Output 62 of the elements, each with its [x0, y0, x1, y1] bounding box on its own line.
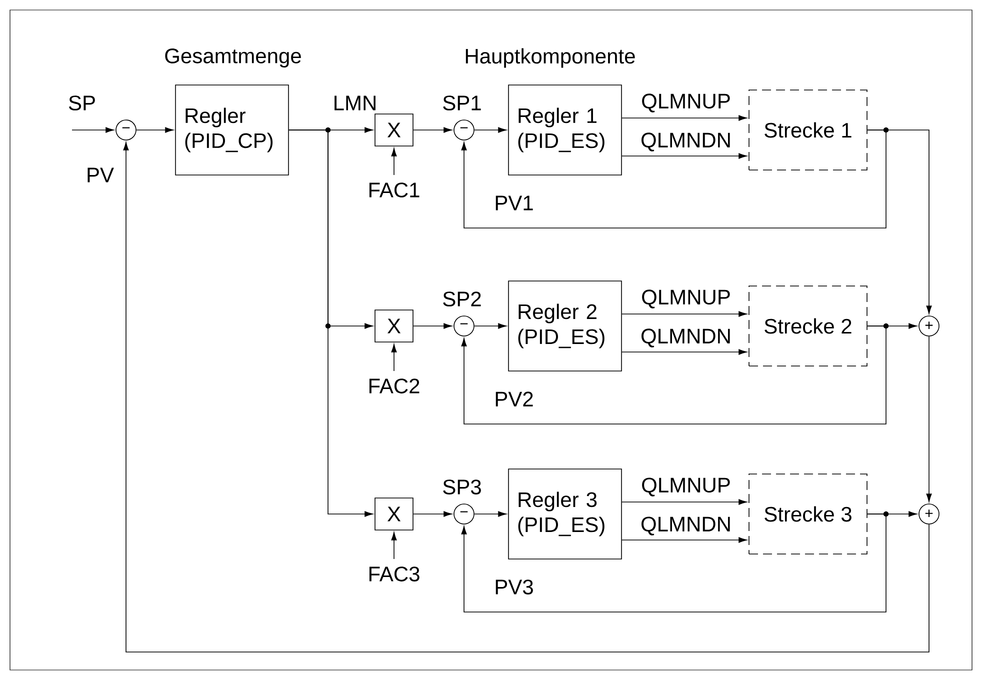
- arrow: [413, 511, 452, 517]
- plant-box: Strecke 1: [748, 90, 868, 170]
- summing-junction: −: [116, 120, 136, 140]
- controller-box: Regler 1 (PID_ES): [508, 84, 622, 176]
- plant-box: Strecke 2: [748, 286, 868, 366]
- arrow: [413, 323, 452, 329]
- multiplier-box: X: [374, 114, 414, 146]
- arrow: [622, 537, 747, 543]
- summing-junction: −: [454, 120, 474, 140]
- arrow: [474, 511, 506, 517]
- arrow: [622, 115, 747, 121]
- edge-label: FAC1: [366, 182, 422, 198]
- arrow: [413, 127, 452, 133]
- multiplier-box: X: [374, 310, 414, 342]
- edge-label: QLMNDN: [640, 516, 732, 536]
- edge-label: PV2: [493, 390, 535, 408]
- edge-label: QLMNDN: [640, 132, 732, 152]
- arrow: [622, 349, 747, 355]
- edge-label: QLMNUP: [640, 288, 732, 310]
- arrow: [288, 130, 373, 517]
- arrow: [926, 336, 932, 502]
- multiplier-box: X: [374, 498, 414, 530]
- controller-box: Regler 3 (PID_ES): [508, 468, 622, 560]
- controller-box: Regler (PID_CP): [175, 84, 289, 176]
- edge-label: SP1: [441, 94, 483, 112]
- heading-label: Hauptkomponente: [466, 48, 635, 68]
- summing-junction: −: [454, 504, 474, 524]
- arrow: [867, 323, 917, 329]
- edge-label: PV: [85, 166, 115, 184]
- edge-label: SP3: [441, 478, 483, 496]
- arrow: [461, 514, 886, 612]
- edge-label: SP: [67, 94, 97, 112]
- arrow: [391, 532, 397, 560]
- heading-label: Gesamtmenge: [165, 48, 301, 68]
- summing-junction: +: [918, 504, 940, 524]
- arrow: [72, 127, 114, 133]
- arrow: [123, 142, 930, 652]
- arrow: [391, 148, 397, 176]
- edge-label: PV1: [493, 194, 535, 212]
- arrow: [867, 130, 932, 314]
- arrow: [622, 311, 747, 317]
- summing-junction: +: [918, 316, 940, 336]
- summing-junction: −: [454, 316, 474, 336]
- edge-label: QLMNUP: [640, 92, 732, 114]
- edge-label: FAC2: [366, 378, 422, 394]
- arrow: [461, 326, 886, 424]
- arrow: [474, 323, 506, 329]
- plant-box: Strecke 3: [748, 474, 868, 554]
- arrow: [622, 153, 747, 159]
- arrow: [391, 344, 397, 372]
- arrow: [474, 127, 506, 133]
- arrow: [867, 511, 917, 517]
- edge-label: QLMNDN: [640, 328, 732, 348]
- edge-label: FAC3: [366, 566, 422, 582]
- arrow: [622, 499, 747, 505]
- controller-box: Regler 2 (PID_ES): [508, 280, 622, 372]
- edge-label: LMN: [332, 94, 378, 112]
- edge-label: SP2: [441, 290, 483, 308]
- edge-label: QLMNUP: [640, 476, 732, 498]
- arrow: [136, 127, 174, 133]
- arrow: [461, 130, 886, 228]
- edge-label: PV3: [493, 578, 535, 596]
